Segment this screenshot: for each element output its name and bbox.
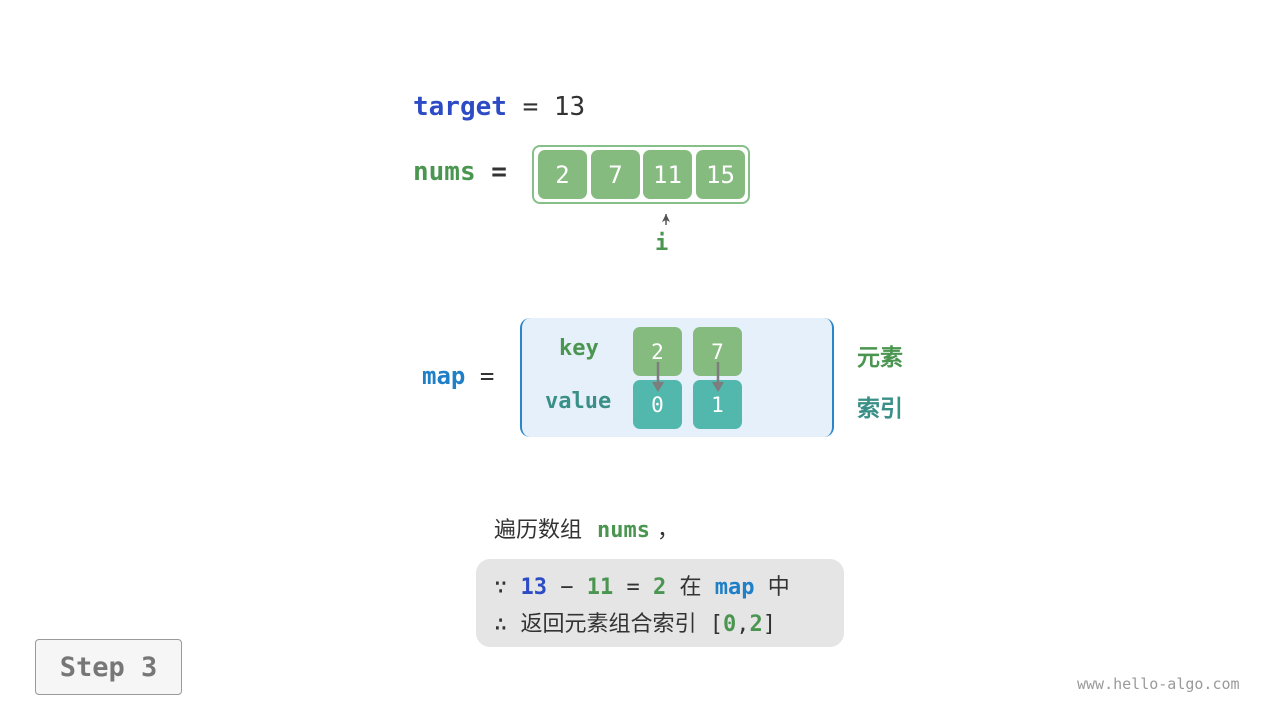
map-label: map <box>422 362 466 390</box>
because-symbol: ∵ <box>494 575 508 600</box>
map-ref: map <box>714 575 755 600</box>
map-line: map = <box>422 362 494 390</box>
therefore-text: 返回元素组合索引 <box>520 612 697 637</box>
target-eq: = <box>522 92 539 122</box>
mid-text: 中 <box>767 575 790 600</box>
target-line: target = 13 <box>413 92 585 122</box>
because-b: 11 <box>586 575 614 600</box>
pointer-label: i <box>655 231 669 256</box>
minus-sign: − <box>560 575 574 600</box>
nums-eq: = <box>491 157 507 187</box>
map-value-cell: 1 <box>693 380 742 429</box>
bracket-open: [ <box>709 612 724 637</box>
description: 遍历数组 nums ， <box>494 512 679 544</box>
map-value-label: value <box>545 389 612 414</box>
nums-cell: 11 <box>643 150 692 199</box>
map-key-label: key <box>559 336 599 361</box>
because-a: 13 <box>520 575 548 600</box>
key-side-label: 元素 <box>857 345 903 371</box>
key-to-value-arrow-icon <box>712 362 724 392</box>
bracket-close: ] <box>762 612 777 637</box>
nums-cell: 15 <box>696 150 745 199</box>
nums-array: 2 7 11 15 <box>532 145 750 204</box>
description-var: nums <box>597 518 650 543</box>
nums-line: nums = <box>413 157 507 187</box>
in-text: 在 <box>679 575 702 600</box>
value-side-label: 索引 <box>857 396 903 422</box>
therefore-symbol: ∴ <box>494 612 508 637</box>
because-c: 2 <box>653 575 667 600</box>
because-line: ∵ 13 − 11 = 2 在 map 中 <box>494 569 790 601</box>
equals-sign: = <box>626 575 640 600</box>
description-punct: ， <box>657 518 680 543</box>
result-index-1: 2 <box>749 612 763 637</box>
description-text: 遍历数组 <box>494 518 583 543</box>
target-value: 13 <box>553 92 586 122</box>
therefore-line: ∴ 返回元素组合索引 [0,2] <box>494 606 776 638</box>
key-to-value-arrow-icon <box>652 362 664 392</box>
pointer-arrow-icon <box>662 214 670 225</box>
map-container: key value 2 7 0 1 <box>520 318 834 437</box>
nums-cell: 2 <box>538 150 587 199</box>
target-label: target <box>413 92 507 122</box>
nums-cell: 7 <box>591 150 640 199</box>
step-button[interactable]: Step 3 <box>35 639 182 695</box>
result-index-0: 0 <box>723 612 737 637</box>
map-eq: = <box>479 362 495 390</box>
explanation-box: ∵ 13 − 11 = 2 在 map 中 ∴ 返回元素组合索引 [0,2] <box>476 559 844 647</box>
comma: , <box>736 612 750 637</box>
nums-label: nums <box>413 157 476 187</box>
watermark: www.hello-algo.com <box>1077 675 1240 693</box>
